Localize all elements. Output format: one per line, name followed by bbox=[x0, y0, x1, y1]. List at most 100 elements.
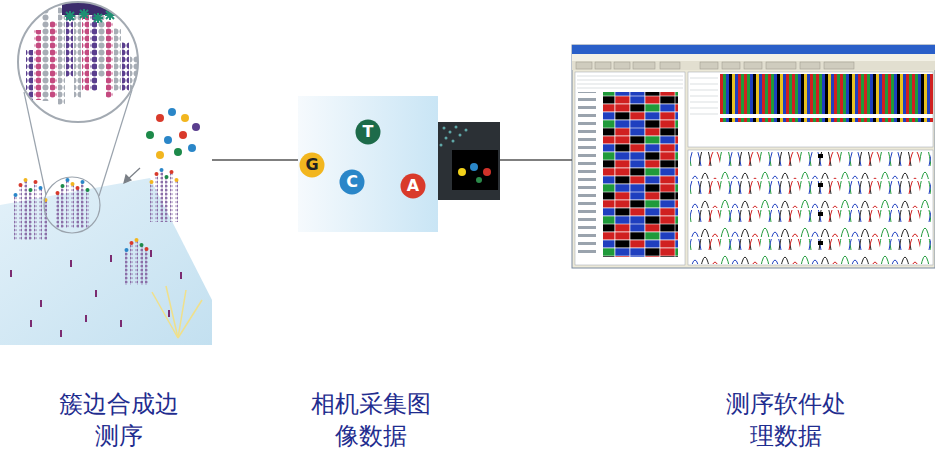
illustration-panel: 相机采集图像数据GTCA bbox=[298, 96, 500, 232]
camera-illustration-part-part bbox=[443, 127, 446, 130]
camera-illustration bbox=[298, 96, 500, 232]
cluster-tips-part bbox=[125, 248, 129, 252]
software-screenshot-part bbox=[577, 76, 683, 88]
step-caption: 簇边合成边测序 bbox=[56, 388, 181, 453]
software-screenshot-part-part bbox=[577, 84, 683, 85]
software-screenshot-part-part bbox=[690, 90, 718, 91]
software-screenshot-part-part bbox=[577, 80, 683, 81]
camera-illustration-part-part bbox=[465, 129, 468, 132]
clusters-part bbox=[56, 193, 59, 228]
slide-dashes-part bbox=[150, 250, 152, 257]
camera-illustration-part bbox=[476, 177, 482, 183]
clusters-part bbox=[86, 190, 89, 228]
cluster-tips-part bbox=[160, 168, 164, 172]
slide-dashes bbox=[10, 250, 182, 337]
software-screenshot-part-part bbox=[818, 212, 823, 216]
clusters bbox=[14, 170, 178, 285]
magnified-view-part bbox=[34, 30, 41, 100]
clusters-part bbox=[155, 174, 158, 222]
cluster-tips-part bbox=[76, 186, 80, 190]
slide-dashes-part bbox=[60, 330, 62, 337]
cluster-tips-part bbox=[165, 175, 169, 179]
software-screenshot-part bbox=[603, 92, 678, 257]
connector-line bbox=[500, 159, 572, 161]
software-screenshot-part-part bbox=[690, 102, 718, 103]
software-screenshot-part-part bbox=[690, 96, 718, 97]
software-screenshot-part-part bbox=[690, 114, 718, 115]
clusters-part bbox=[19, 185, 22, 240]
software-screenshot-part-part bbox=[614, 62, 630, 69]
clusters-part bbox=[125, 250, 128, 285]
camera-illustration-part bbox=[458, 168, 466, 176]
magnified-view-part bbox=[10, 0, 150, 125]
sequencing-illustration bbox=[0, 0, 212, 345]
clusters-part bbox=[140, 245, 143, 285]
software-screenshot-part-part bbox=[576, 62, 592, 69]
circle-fill bbox=[401, 174, 426, 199]
base-circle: A bbox=[400, 173, 426, 199]
magnified-view-part-part bbox=[65, 11, 75, 21]
magnifier-leaders-part bbox=[44, 177, 100, 233]
free-nucleotides bbox=[146, 108, 200, 159]
base-letter: C bbox=[346, 174, 358, 190]
small-arrow bbox=[124, 168, 140, 183]
base-circle: C bbox=[339, 169, 365, 195]
software-screenshot-part bbox=[690, 210, 931, 237]
software-screenshot-part-part bbox=[633, 62, 655, 69]
software-screenshot-part bbox=[720, 74, 933, 114]
cluster-tips-part bbox=[145, 247, 149, 251]
step-caption: 测序软件处理数据 bbox=[723, 388, 848, 453]
clusters-part bbox=[76, 188, 79, 228]
free-nucleotides-part bbox=[192, 123, 200, 131]
camera-illustration-part-part bbox=[459, 134, 462, 137]
software-screenshot-part bbox=[572, 61, 935, 70]
clusters-part bbox=[39, 188, 42, 240]
clusters-part bbox=[170, 172, 173, 222]
free-nucleotides-part bbox=[156, 114, 164, 122]
clusters-part bbox=[24, 180, 27, 240]
magnified-view bbox=[10, 0, 150, 125]
software-screenshot-part bbox=[690, 181, 931, 208]
slide-dashes-part bbox=[10, 270, 12, 277]
free-nucleotides-part bbox=[174, 148, 182, 156]
cluster-tips-part bbox=[150, 180, 154, 184]
software-screenshot-part-part bbox=[824, 62, 854, 69]
software-screenshot-part bbox=[575, 72, 685, 265]
software-screenshot bbox=[572, 45, 935, 268]
cluster-tips-part bbox=[175, 178, 179, 182]
clusters-part bbox=[34, 182, 37, 240]
clusters-part bbox=[165, 177, 168, 222]
clusters-part bbox=[29, 190, 32, 240]
slide-dashes-part bbox=[120, 320, 122, 327]
magnified-view-part bbox=[26, 50, 33, 113]
software-screenshot-part-part bbox=[818, 154, 823, 158]
cluster-tips-part bbox=[140, 243, 144, 247]
software-screenshot-part bbox=[818, 154, 823, 245]
cluster-tips-part bbox=[86, 188, 90, 192]
software-screenshot-part-part bbox=[700, 62, 718, 69]
magnified-view-part-part bbox=[79, 9, 89, 19]
software-screenshot-part-part bbox=[690, 108, 718, 109]
slide-dashes-part bbox=[180, 272, 182, 279]
software-screenshot-part-part bbox=[818, 183, 823, 187]
slide-dashes-part bbox=[85, 315, 87, 322]
software-screenshot-part-part bbox=[577, 76, 683, 77]
software-screenshot-part-part bbox=[744, 62, 762, 69]
free-nucleotides-part bbox=[164, 136, 172, 144]
free-nucleotides-part bbox=[188, 144, 196, 152]
software-screenshot-part-part bbox=[800, 62, 820, 69]
software-screenshot-part bbox=[572, 54, 935, 61]
free-nucleotides-part bbox=[156, 151, 164, 159]
camera-illustration-part bbox=[483, 168, 491, 176]
free-nucleotides-part bbox=[146, 131, 154, 139]
magnified-view-part bbox=[42, 10, 49, 101]
cluster-tips bbox=[14, 168, 179, 252]
slide-dashes-part bbox=[30, 320, 32, 327]
magnified-view-part-part bbox=[93, 13, 103, 23]
slide-dashes-part bbox=[40, 300, 42, 307]
slide-dashes-part bbox=[95, 290, 97, 297]
illustration-panel: 簇边合成边测序 bbox=[0, 0, 212, 345]
illustration-panel: 测序软件处理数据 bbox=[572, 45, 935, 268]
camera-illustration-part bbox=[438, 122, 500, 200]
software-screenshot-part bbox=[688, 72, 933, 147]
